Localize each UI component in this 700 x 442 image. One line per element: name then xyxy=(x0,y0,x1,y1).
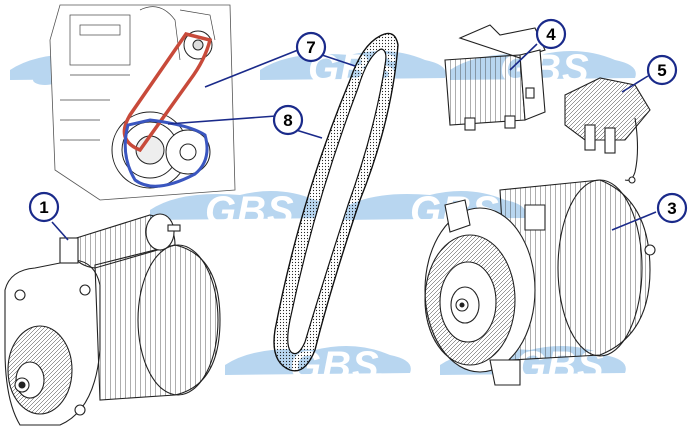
alternator-belt-highlight xyxy=(122,32,213,153)
callout-7: 7 xyxy=(295,31,327,63)
callout-8-label: 8 xyxy=(283,111,292,130)
brush-holder xyxy=(564,77,651,184)
watermark: GBS xyxy=(150,189,336,233)
leader-lines xyxy=(51,43,657,241)
leader-line-7a xyxy=(204,49,299,88)
callout-1-label: 1 xyxy=(39,198,48,217)
callout-5: 5 xyxy=(646,54,678,86)
watermark: GBS xyxy=(225,344,411,388)
voltage-regulator xyxy=(444,24,546,131)
engine-belt-routing xyxy=(49,4,236,201)
water-pump-belt-highlight xyxy=(123,118,209,188)
leader-line-4 xyxy=(509,43,538,71)
leader-line-1 xyxy=(51,221,69,241)
leader-line-7b xyxy=(321,54,356,67)
alternator xyxy=(424,179,656,386)
callout-7-label: 7 xyxy=(306,38,315,57)
starter-motor xyxy=(4,213,221,426)
leader-line-8b xyxy=(295,129,323,139)
callout-8: 8 xyxy=(272,104,304,136)
callout-4: 4 xyxy=(535,18,567,50)
drive-belt xyxy=(273,32,399,372)
watermark-text: GBS xyxy=(205,189,295,233)
callout-4-label: 4 xyxy=(546,25,556,44)
callout-1: 1 xyxy=(28,191,60,223)
leader-line-5 xyxy=(621,75,649,93)
callout-3-label: 3 xyxy=(667,199,676,218)
leader-line-3 xyxy=(611,211,657,231)
leader-line-8a xyxy=(167,115,277,125)
water-pump-pulley xyxy=(165,129,211,175)
callout-3: 3 xyxy=(656,192,688,224)
callout-5-label: 5 xyxy=(657,61,666,80)
